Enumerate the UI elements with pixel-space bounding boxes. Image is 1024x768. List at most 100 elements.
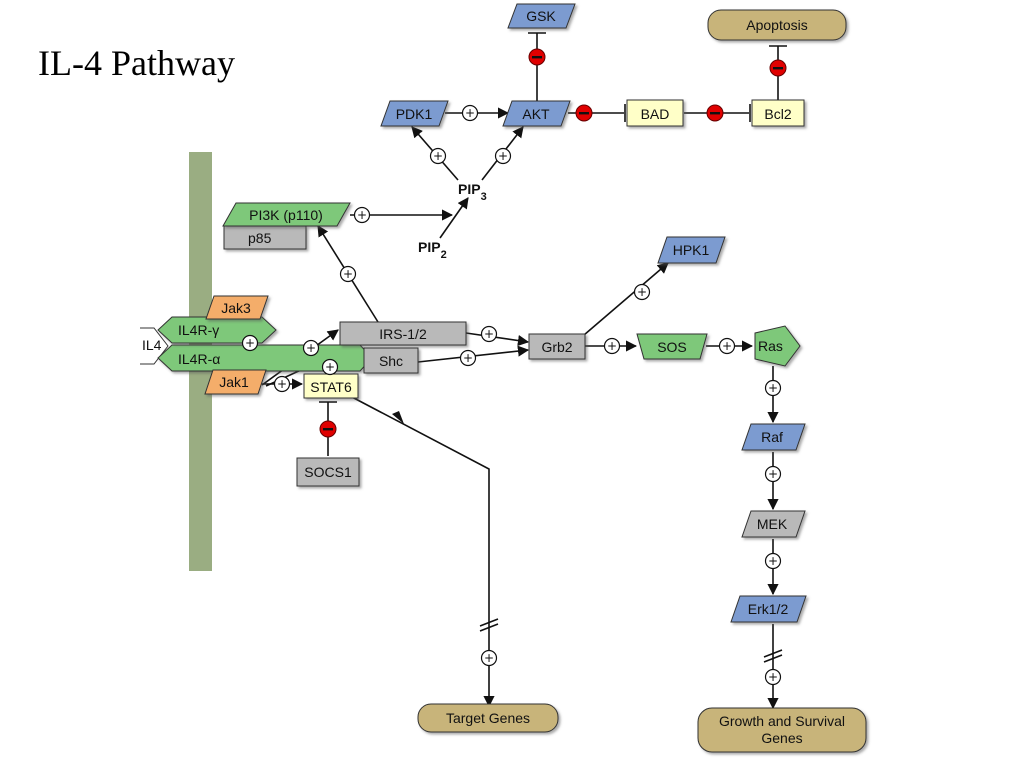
plus-marker: + [273,375,291,393]
node-growth-genes-label-2: Genes [761,730,802,746]
node-apoptosis-label: Apoptosis [746,17,807,33]
plus-marker: + [494,147,512,165]
node-il4r-alpha[interactable]: IL4R-α [157,344,373,372]
node-irs-label: IRS-1/2 [379,326,427,342]
plus-marker: + [764,379,782,397]
edge-stat6-mid-arrow [392,411,404,424]
node-pi3k[interactable]: PI3K (p110) [222,202,351,227]
node-gsk-label: GSK [526,8,556,24]
node-pdk1[interactable]: PDK1 [380,100,449,127]
svg-text:+: + [325,360,335,374]
node-hpk1[interactable]: HPK1 [657,236,726,264]
minus-marker [706,104,724,122]
svg-text:+: + [768,381,778,395]
node-raf[interactable]: Raf [741,423,806,451]
svg-text:+: + [277,377,287,391]
node-ras-label: Ras [758,338,783,354]
node-raf-label: Raf [761,429,783,445]
plus-marker: + [241,334,259,352]
node-mek[interactable]: MEK [741,510,806,538]
plus-marker: + [480,649,498,667]
plus-marker: + [764,668,782,686]
svg-text:+: + [607,339,617,353]
plus-marker: + [459,349,477,367]
node-erk[interactable]: Erk1/2 [730,595,807,623]
node-target-genes[interactable]: Target Genes [417,703,559,733]
node-mek-label: MEK [757,516,788,532]
node-gsk[interactable]: GSK [507,3,576,29]
edge-grb2-hpk1 [583,262,669,336]
edge-erk-break-2 [763,654,783,663]
node-socs1[interactable]: SOCS1 [296,457,360,487]
plus-marker: + [764,465,782,483]
svg-text:+: + [465,106,475,120]
plus-marker: + [764,552,782,570]
node-socs1-label: SOCS1 [304,464,352,480]
edge-irs-grb2 [465,332,530,347]
node-erk-label: Erk1/2 [748,601,789,617]
plus-marker: + [461,104,479,122]
node-pip3: PIP3 [458,181,487,203]
edge-stat6-target [349,395,495,708]
node-bcl2-label: Bcl2 [764,106,791,122]
page-title: IL-4 Pathway [38,43,235,83]
node-grb2[interactable]: Grb2 [528,333,586,360]
node-pi3k-label: PI3K (p110) [249,207,323,223]
node-jak1-label: Jak1 [219,374,249,390]
node-pip2-label: PIP2 [418,239,447,261]
minus-marker [769,59,787,77]
node-il4r-gamma[interactable]: IL4R-γ [157,316,277,344]
node-ras[interactable]: Ras [754,325,801,367]
node-akt[interactable]: AKT [502,100,571,127]
svg-text:+: + [768,467,778,481]
node-pip3-label: PIP3 [458,181,487,203]
node-irs[interactable]: IRS-1/2 [339,321,467,346]
node-jak3[interactable]: Jak3 [205,295,269,320]
node-apoptosis[interactable]: Apoptosis [707,9,847,41]
svg-text:+: + [498,149,508,163]
node-jak3-label: Jak3 [221,300,251,316]
svg-text:+: + [484,327,494,341]
node-shc[interactable]: Shc [363,347,419,374]
minus-marker [575,104,593,122]
node-bcl2[interactable]: Bcl2 [751,99,805,127]
svg-text:+: + [463,351,473,365]
node-bad[interactable]: BAD [626,99,684,127]
svg-text:+: + [306,341,316,355]
plus-marker: + [353,206,371,224]
node-pdk1-label: PDK1 [396,106,433,122]
node-p85[interactable]: p85 [223,225,307,250]
svg-text:+: + [768,554,778,568]
node-growth-genes[interactable]: Growth and Survival Genes [697,707,867,753]
node-il4r-gamma-label: IL4R-γ [178,322,219,338]
edge-erk-break-1 [763,649,783,658]
node-stat6[interactable]: STAT6 [303,373,359,399]
plus-marker: + [603,337,621,355]
node-target-genes-label: Target Genes [446,710,530,726]
node-akt-label: AKT [522,106,550,122]
node-sos[interactable]: SOS [636,333,708,360]
svg-text:+: + [245,336,255,350]
plus-marker: + [633,283,651,301]
minus-marker [528,48,546,66]
svg-text:+: + [343,267,353,281]
node-jak1[interactable]: Jak1 [204,369,267,395]
node-il4-label: IL4 [142,337,162,353]
node-hpk1-label: HPK1 [673,242,710,258]
plus-marker: + [321,358,339,376]
node-p85-label: p85 [248,230,272,246]
plus-marker: + [718,337,736,355]
svg-text:+: + [722,339,732,353]
minus-marker [319,420,337,438]
plus-marker: + [480,325,498,343]
svg-text:+: + [484,651,494,665]
node-grb2-label: Grb2 [541,339,572,355]
node-bad-label: BAD [641,106,670,122]
svg-text:+: + [637,285,647,299]
node-stat6-label: STAT6 [310,379,352,395]
node-growth-genes-label-1: Growth and Survival [719,713,845,729]
edge-target-break-1 [479,618,499,627]
node-il4r-alpha-label: IL4R-α [178,351,220,367]
node-shc-label: Shc [379,353,403,369]
